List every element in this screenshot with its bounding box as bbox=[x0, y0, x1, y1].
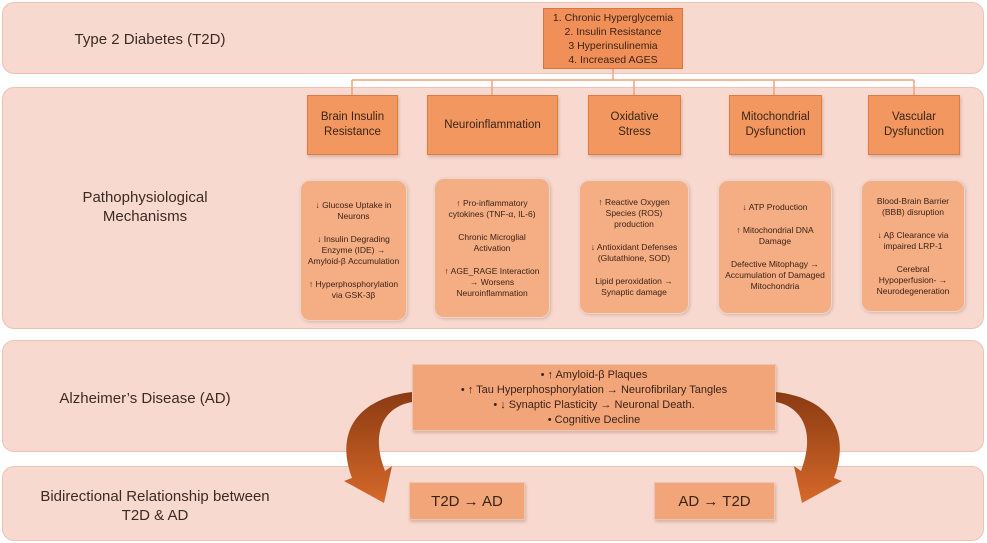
header-line: Resistance bbox=[324, 126, 381, 138]
detail-item: ↓ Insulin Degrading Enzyme (IDE) → Amylo… bbox=[307, 234, 400, 266]
ad-outcomes-box: • ↑ Amyloid-β Plaques • ↑ Tau Hyperphosp… bbox=[412, 364, 776, 431]
bidirectional-band-label: Bidirectional Relationship between T2D &… bbox=[10, 487, 300, 525]
curved-arrow-right-body bbox=[776, 392, 842, 503]
t2d-factor: 1. Chronic Hyperglycemia bbox=[552, 11, 674, 24]
band-t2d bbox=[2, 2, 984, 74]
t2d-to-ad-box: T2D → AD bbox=[409, 482, 525, 520]
mechanisms-label-line: Mechanisms bbox=[102, 208, 188, 225]
header-line: Oxidative bbox=[610, 111, 659, 123]
t2d-factor: 4. Increased AGES bbox=[568, 53, 658, 66]
mechanism-details-vascular: Blood-Brain Barrier (BBB) disruption ↓ A… bbox=[861, 180, 965, 312]
mechanism-header-neuroinflammation: Neuroinflammation bbox=[427, 95, 558, 155]
header-line: Neuroinflammation bbox=[444, 118, 541, 131]
mechanism-details-neuroinflammation: ↑ Pro-inflammatory cytokines (TNF-α, IL-… bbox=[434, 178, 550, 318]
detail-item: ↑ AGE_RAGE Interaction → Worsens Neuroin… bbox=[444, 265, 540, 298]
mechanisms-label-line: Pathophysiological bbox=[82, 189, 208, 206]
mechanism-details-oxidative-stress: ↑ Reactive Oxygen Species (ROS) producti… bbox=[579, 180, 689, 314]
header-line: Mitochondrial bbox=[741, 111, 810, 123]
detail-item: ↑ Mitochondrial DNA Damage bbox=[736, 225, 814, 246]
bidirectional-label-line: T2D & AD bbox=[121, 507, 189, 524]
detail-item: ↑ Hyperphosphorylation via GSK-3β bbox=[308, 279, 399, 300]
mechanism-details-mitochondrial: ↓ ATP Production ↑ Mitochondrial DNA Dam… bbox=[718, 180, 832, 314]
detail-item: Cerebral Hypoperfusion- → Neurodegenerat… bbox=[876, 263, 950, 296]
mechanism-header-oxidative-stress: Oxidative Stress bbox=[588, 95, 681, 155]
detail-item: ↑ Pro-inflammatory cytokines (TNF-α, IL-… bbox=[448, 197, 536, 219]
mechanism-header-mitochondrial: Mitochondrial Dysfunction bbox=[729, 95, 822, 155]
detail-item: ↓ Glucose Uptake in Neurons bbox=[315, 200, 392, 221]
header-line: Dysfunction bbox=[745, 126, 806, 138]
mechanisms-band-label: Pathophysiological Mechanisms bbox=[40, 188, 250, 226]
detail-item: ↑ Reactive Oxygen Species (ROS) producti… bbox=[598, 196, 670, 229]
ad-to-t2d-box: AD → T2D bbox=[654, 482, 775, 520]
header-line: Dysfunction bbox=[883, 126, 945, 138]
detail-item: Chronic Microglial Activation bbox=[458, 231, 526, 253]
ad-outcome: • ↑ Tau Hyperphosphorylation → Neurofibr… bbox=[460, 383, 728, 396]
detail-item: Defective Mitophagy → Accumulation of Da… bbox=[725, 259, 825, 291]
ad-outcome: • ↓ Synaptic Plasticity → Neuronal Death… bbox=[493, 398, 695, 411]
mechanism-header-vascular: Vascular Dysfunction bbox=[868, 95, 960, 155]
ad-outcome: • ↑ Amyloid-β Plaques bbox=[540, 368, 648, 381]
header-line: Brain Insulin bbox=[320, 111, 385, 123]
mechanism-details-brain-insulin: ↓ Glucose Uptake in Neurons ↓ Insulin De… bbox=[300, 180, 407, 321]
detail-item: ↓ ATP Production bbox=[742, 202, 808, 212]
ad-outcome: • Cognitive Decline bbox=[547, 413, 641, 426]
t2d-factors-box: 1. Chronic Hyperglycemia 2. Insulin Resi… bbox=[543, 8, 683, 69]
connector-lines bbox=[351, 69, 915, 95]
detail-item: Lipid peroxidation → Synaptic damage bbox=[595, 275, 673, 297]
curved-arrow-left-body bbox=[344, 392, 412, 503]
t2d-factor: 3 Hyperinsulinemia bbox=[568, 39, 658, 52]
bidirectional-label-line: Bidirectional Relationship between bbox=[40, 488, 270, 505]
t2d-band-label: Type 2 Diabetes (T2D) bbox=[74, 31, 226, 48]
detail-item: ↓ Aβ Clearance via impaired LRP-1 bbox=[877, 229, 949, 251]
t2d-factor: 2. Insulin Resistance bbox=[564, 25, 662, 38]
header-line: Stress bbox=[618, 126, 651, 138]
detail-item: ↓ Antioxidant Defenses (Glutathione, SOD… bbox=[590, 241, 678, 263]
ad-band-label: Alzheimer’s Disease (AD) bbox=[59, 390, 231, 407]
detail-item: Blood-Brain Barrier (BBB) disruption bbox=[876, 195, 950, 217]
header-line: Vascular bbox=[892, 111, 936, 123]
mechanism-header-brain-insulin: Brain Insulin Resistance bbox=[307, 95, 398, 155]
